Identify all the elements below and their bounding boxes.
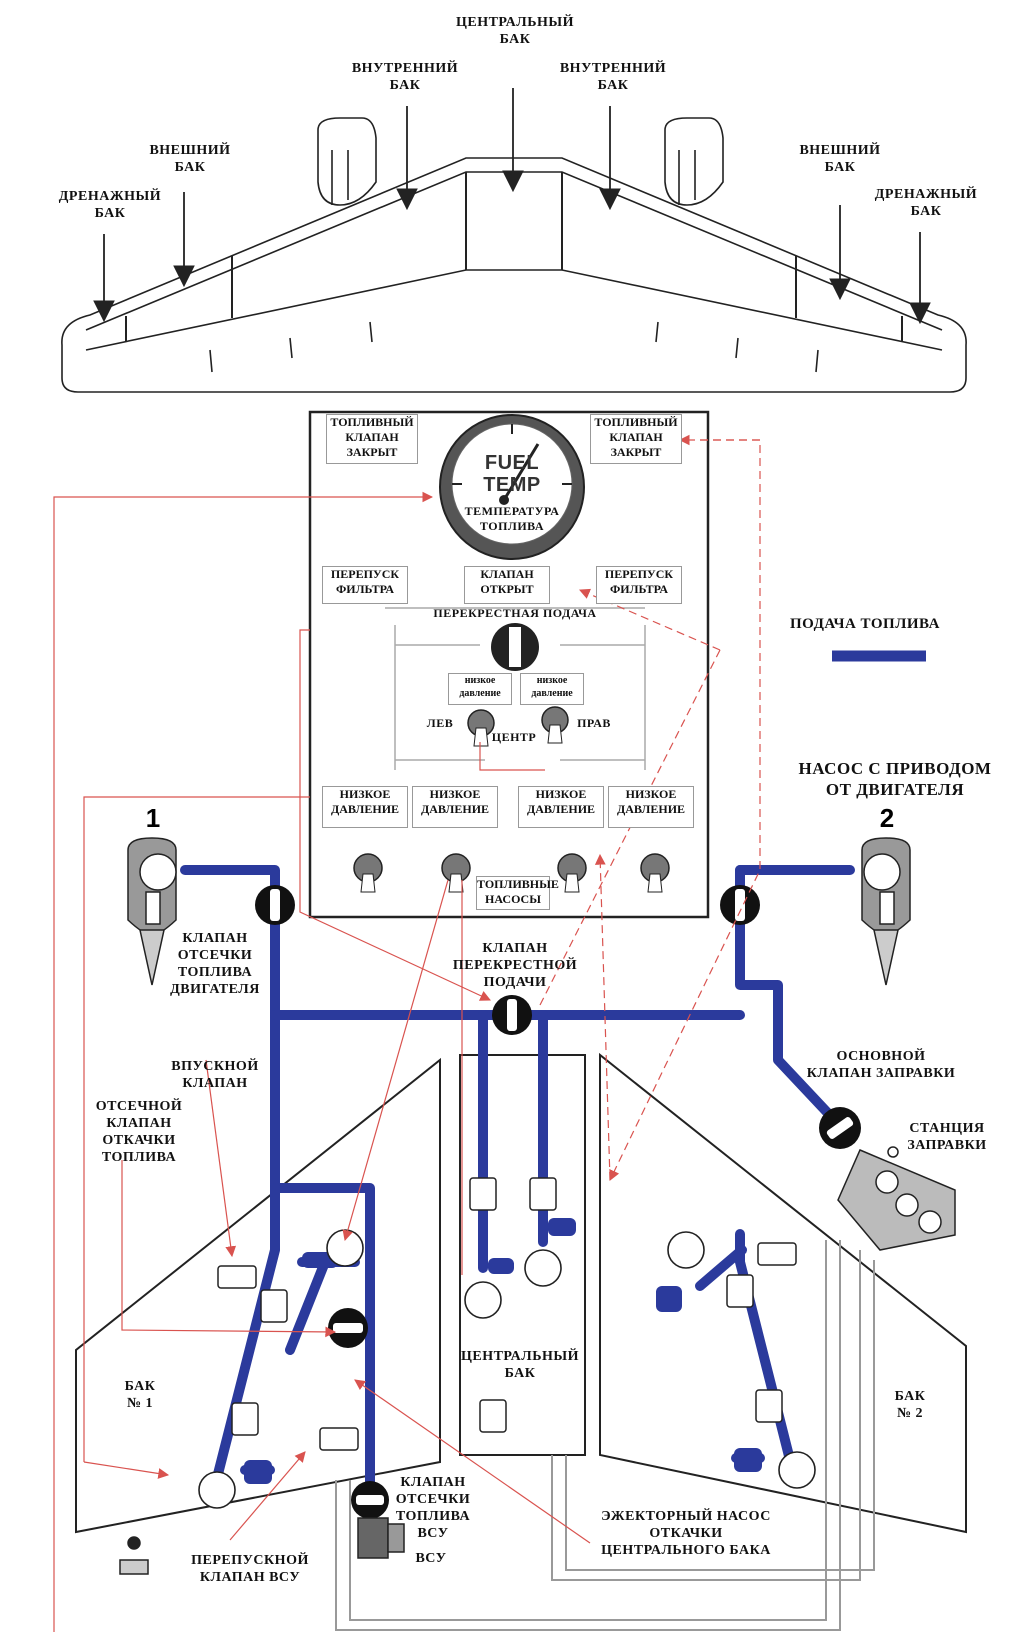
panel-low-pressure-4: НИЗКОЕ ДАВЛЕНИЕ [608, 786, 694, 828]
panel-filter-bypass-left: ПЕРЕПУСК ФИЛЬТРА [322, 566, 408, 604]
label-inner-tank-right: ВНУТРЕННИЙ БАК [559, 61, 667, 93]
engine-1-number: 1 [145, 803, 161, 833]
panel-fuel-valve-closed-right: ТОПЛИВНЫЙ КЛАПАН ЗАКРЫТ [590, 414, 682, 464]
label-apu-shutoff: КЛАПАН ОТСЕЧКИ ТОПЛИВА ВСУ [395, 1475, 471, 1541]
label-refuel-station: СТАНЦИЯ ЗАПРАВКИ [907, 1121, 987, 1153]
panel-low-pressure-2: НИЗКОЕ ДАВЛЕНИЕ [412, 786, 498, 828]
drain-fitting [119, 1536, 149, 1575]
gauge-caption: ТЕМПЕРАТУРА ТОПЛИВА [464, 504, 560, 533]
refuel-station [837, 1146, 956, 1251]
toggle-left [467, 709, 495, 747]
label-apu-bypass: ПЕРЕПУСКНОЙ КЛАПАН ВСУ [191, 1553, 309, 1585]
pump-center-right [524, 1249, 562, 1287]
check-valves [217, 1177, 797, 1451]
engine-nacelle-left [317, 117, 377, 206]
panel-label-right: ПРАВ [577, 716, 611, 730]
wing-tank-pointers [93, 88, 931, 325]
panel-valve-open: КЛАПАН ОТКРЫТ [464, 566, 550, 604]
pump-tank2-fwd [667, 1231, 705, 1269]
label-main-refuel-valve: ОСНОВНОЙ КЛАПАН ЗАПРАВКИ [806, 1049, 956, 1081]
panel-low-pressure-small-left: низкое давление [448, 673, 512, 705]
panel-fuel-valve-closed-left: ТОПЛИВНЫЙ КЛАПАН ЗАКРЫТ [326, 414, 418, 464]
engine-nacelle-right [664, 117, 724, 206]
main-refuel-valve [819, 1107, 861, 1149]
boost-pumps [198, 1229, 816, 1509]
label-engine-shutoff: КЛАПАН ОТСЕЧКИ ТОПЛИВА ДВИГАТЕЛЯ [170, 931, 260, 997]
panel-label-left: ЛЕВ [426, 716, 454, 730]
engine-pump-2 [861, 837, 911, 986]
grey-pipes [335, 1240, 875, 1631]
apu-shutoff-valve [351, 1481, 389, 1519]
panel-low-pressure-small-right: низкое давление [520, 673, 584, 705]
label-crossfeed-valve: КЛАПАН ПЕРЕКРЕСТНОЙ ПОДАЧИ [452, 941, 578, 990]
legend-title: ПОДАЧА ТОПЛИВА [790, 616, 940, 632]
crossfeed-knob [491, 623, 539, 671]
engine-pump-1 [127, 837, 177, 986]
wing-outline [61, 157, 967, 393]
panel-low-pressure-3: НИЗКОЕ ДАВЛЕНИЕ [518, 786, 604, 828]
scavenge-shutoff-valve [328, 1308, 368, 1348]
label-inlet-valve: ВПУСКНОЙ КЛАПАН [171, 1059, 259, 1091]
label-drain-tank-right: ДРЕНАЖНЫЙ БАК [874, 187, 978, 219]
pump-toggles [353, 853, 670, 893]
engine-1-shutoff-valve [255, 885, 295, 925]
label-tank-1: БАК № 1 [124, 1379, 156, 1411]
label-tank-2: БАК № 2 [894, 1389, 926, 1421]
fuel-temp-gauge [439, 414, 585, 560]
panel-label-center: ЦЕНТР [491, 730, 537, 744]
tank-2-outline [599, 1052, 967, 1534]
panel-filter-bypass-right: ПЕРЕПУСК ФИЛЬТРА [596, 566, 682, 604]
label-apu: ВСУ [415, 1551, 447, 1566]
gauge-label-temp: TEMP [483, 474, 541, 496]
valves [255, 885, 861, 1519]
tank-1-outline [75, 1057, 441, 1534]
label-drain-tank-left: ДРЕНАЖНЫЙ БАК [58, 189, 162, 221]
pump-tank2-aft [778, 1451, 816, 1489]
label-outer-tank-right: ВНЕШНИЙ БАК [799, 143, 881, 175]
apu-unit [357, 1517, 405, 1559]
toggle-right [541, 706, 569, 744]
panel-low-pressure-1: НИЗКОЕ ДАВЛЕНИЕ [322, 786, 408, 828]
gauge-needle [502, 443, 540, 501]
gauge-label-fuel: FUEL [484, 452, 540, 474]
pump-tank1-aft [198, 1471, 236, 1509]
indicator-lines [53, 491, 591, 1632]
engine-2-shutoff-valve [720, 885, 760, 925]
pump-center-left [464, 1281, 502, 1319]
label-engine-pump: НАСОС С ПРИВОДОМ ОТ ДВИГАТЕЛЯ [798, 759, 992, 799]
label-center-tank-top: ЦЕНТРАЛЬНЫЙ БАК [455, 15, 575, 47]
label-ejector-pump: ЭЖЕКТОРНЫЙ НАСОС ОТКАЧКИ ЦЕНТРАЛЬНОГО БА… [601, 1509, 771, 1558]
panel-crossfeed-label: ПЕРЕКРЕСТНАЯ ПОДАЧА [433, 606, 597, 620]
panel-fuel-pumps: ТОПЛИВНЫЕ НАСОСЫ [476, 876, 559, 910]
label-inner-tank-left: ВНУТРЕННИЙ БАК [351, 61, 459, 93]
label-scavenge-shutoff: ОТСЕЧНОЙ КЛАПАН ОТКАЧКИ ТОПЛИВА [95, 1099, 183, 1165]
crossfeed-valve [492, 995, 532, 1035]
engine-2-number: 2 [879, 803, 895, 833]
fuel-control-panel [308, 410, 710, 919]
label-center-tank-lower: ЦЕНТРАЛЬНЫЙ БАК [460, 1349, 580, 1381]
pump-tank1-fwd [326, 1229, 364, 1267]
label-outer-tank-left: ВНЕШНИЙ БАК [149, 143, 231, 175]
